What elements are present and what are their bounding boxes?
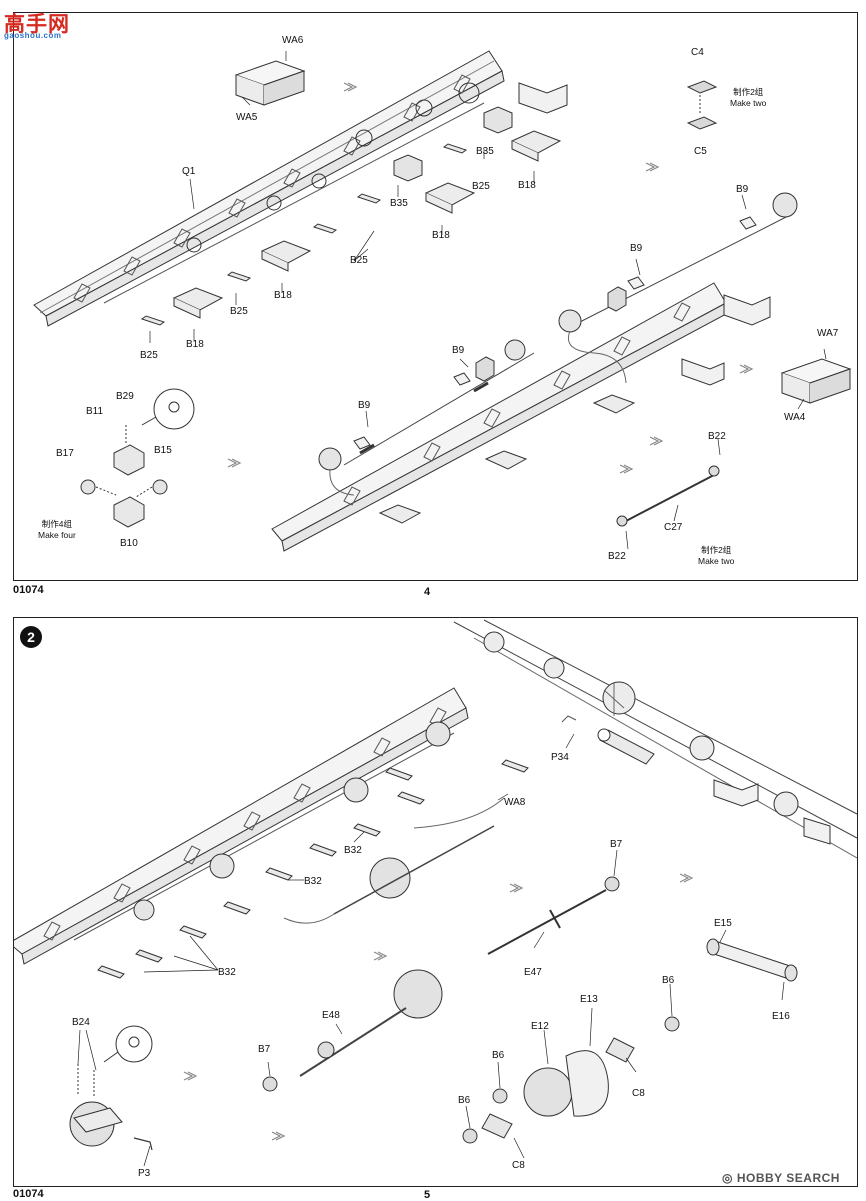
part-label: B29 bbox=[116, 391, 134, 402]
product-code: 01074 bbox=[13, 584, 44, 596]
step-number-badge: 2 bbox=[20, 626, 42, 648]
part-label: B7 bbox=[258, 1044, 271, 1055]
part-label: B25 bbox=[472, 181, 490, 192]
make-two-note: 制作2组 Make two bbox=[730, 87, 767, 108]
part-label: WA5 bbox=[236, 112, 258, 123]
part-label: B9 bbox=[452, 345, 465, 356]
part-label: WA8 bbox=[504, 797, 526, 808]
part-label: E12 bbox=[531, 1021, 549, 1032]
part-label: B24 bbox=[72, 1017, 90, 1028]
part-label: B6 bbox=[492, 1050, 505, 1061]
make-two-note: 制作2组 Make two bbox=[698, 545, 735, 566]
part-label: B9 bbox=[736, 184, 749, 195]
part-label: B17 bbox=[56, 448, 74, 459]
page-number: 5 bbox=[424, 1189, 431, 1201]
part-label: C5 bbox=[694, 146, 707, 157]
part-label: B6 bbox=[662, 975, 675, 986]
part-label: B22 bbox=[608, 551, 626, 562]
part-label: C27 bbox=[664, 522, 683, 533]
part-label: E15 bbox=[714, 918, 732, 929]
part-label: P34 bbox=[551, 752, 569, 763]
part-label: B9 bbox=[358, 400, 371, 411]
part-label: E13 bbox=[580, 994, 598, 1005]
part-label: B18 bbox=[432, 230, 450, 241]
part-label: E48 bbox=[322, 1010, 340, 1021]
part-label: Q1 bbox=[182, 166, 196, 177]
part-label: B32 bbox=[304, 876, 322, 887]
part-label: C8 bbox=[512, 1160, 525, 1171]
part-label: B6 bbox=[458, 1095, 471, 1106]
part-label: B32 bbox=[344, 845, 362, 856]
part-label: B25 bbox=[350, 255, 368, 266]
part-label: C4 bbox=[691, 47, 704, 58]
part-label: B35 bbox=[476, 146, 494, 157]
part-label: B35 bbox=[390, 198, 408, 209]
site-watermark-logo: 高手网 bbox=[4, 13, 70, 36]
part-label: B22 bbox=[708, 431, 726, 442]
page-number: 4 bbox=[424, 586, 431, 598]
part-label: B18 bbox=[518, 180, 536, 191]
instruction-page-4: WA6 WA5 Q1 B35 B35 B25 B25 B25 B25 B18 B… bbox=[13, 12, 858, 581]
part-label: B32 bbox=[218, 967, 236, 978]
part-label: E47 bbox=[524, 967, 542, 978]
site-watermark-url: gaoshou.com bbox=[4, 31, 62, 40]
part-label: B15 bbox=[154, 445, 172, 456]
part-label: E16 bbox=[772, 1011, 790, 1022]
part-label: B9 bbox=[630, 243, 643, 254]
instruction-page-5: P34 WA8 B32 B32 B32 B7 E47 E15 E16 B24 E… bbox=[13, 617, 858, 1187]
chassis-assembly-drawing-top bbox=[33, 50, 852, 552]
part-label: B18 bbox=[274, 290, 292, 301]
product-code: 01074 bbox=[13, 1188, 44, 1200]
part-label: C8 bbox=[632, 1088, 645, 1099]
make-four-note: 制作4组 Make four bbox=[38, 519, 76, 540]
part-label: P3 bbox=[138, 1168, 151, 1179]
chassis-assembly-drawing-bottom bbox=[14, 619, 857, 1167]
part-label: B18 bbox=[186, 339, 204, 350]
part-label: WA7 bbox=[817, 328, 839, 339]
hobbysearch-text: HOBBY SEARCH bbox=[736, 1171, 840, 1185]
part-label: B11 bbox=[86, 406, 104, 417]
part-label: B25 bbox=[230, 306, 248, 317]
hobbysearch-watermark: ◎ HOBBY SEARCH bbox=[722, 1171, 840, 1185]
part-label: WA4 bbox=[784, 412, 806, 423]
part-label: WA6 bbox=[282, 35, 304, 46]
part-label: B7 bbox=[610, 839, 623, 850]
hobbysearch-icon: ◎ bbox=[722, 1171, 733, 1185]
part-label: B10 bbox=[120, 538, 138, 549]
part-label: B25 bbox=[140, 350, 158, 361]
